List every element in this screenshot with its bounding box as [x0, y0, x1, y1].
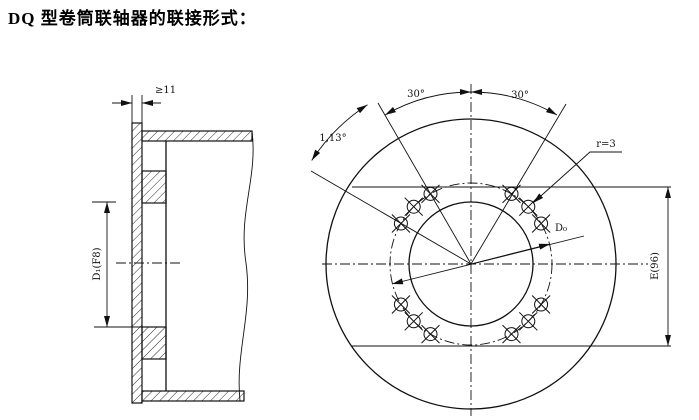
group-angle-dimension: 1,13°: [311, 104, 368, 161]
radial-line-right-30: [470, 103, 567, 265]
radial-line-left-30: [377, 102, 472, 265]
right-front-view: 30° 30° 1,13° r=3 D₀ E(96): [310, 84, 671, 416]
spigot-boss-upper: [141, 170, 167, 204]
bolt-hole: [502, 324, 521, 344]
bolt-hole: [518, 197, 538, 217]
drum-shell-bottom: [141, 390, 245, 402]
hole-leader-label: r=3: [596, 139, 616, 150]
bore-dimension: D₁(F8): [92, 201, 150, 328]
bolt-circle-dia-label: D₀: [555, 223, 567, 234]
hole-leader: r=3: [532, 139, 622, 204]
bore-circle: [408, 201, 534, 327]
bolt-holes: [391, 184, 551, 344]
break-line: [238, 130, 254, 402]
bolt-circle: [389, 182, 553, 346]
radial-line-left-60: [310, 170, 472, 265]
spigot-boss-lower: [141, 326, 167, 360]
bolt-hole: [518, 311, 538, 331]
bolt-hole: [421, 324, 440, 344]
drum-shell-top: [141, 130, 253, 142]
gap-dim-label: ≥11: [155, 85, 176, 96]
bolt-hole: [391, 295, 411, 314]
height-dimension: E(96): [650, 187, 671, 346]
bolt-hole: [531, 295, 551, 314]
group-angle-label: 1,13°: [319, 133, 346, 144]
bolt-hole: [404, 197, 424, 217]
left-section-view: ≥11 D₁(F8): [92, 85, 254, 404]
angle-left-label: 30°: [407, 89, 425, 100]
page-title: DQ 型卷筒联轴器的联接形式：: [8, 9, 257, 28]
bore-dim-label: D₁(F8): [92, 247, 103, 280]
top-angle-dimensions: 30° 30°: [384, 88, 558, 116]
outer-flange-circle: [325, 118, 617, 410]
angle-right-label: 30°: [511, 90, 529, 101]
bolt-circle-diameter: D₀: [391, 223, 585, 285]
bolt-hole: [404, 311, 424, 331]
height-dim-label: E(96): [650, 252, 661, 280]
bolt-hole: [502, 184, 521, 204]
bolt-hole: [531, 214, 551, 233]
gap-dimension: ≥11: [112, 85, 176, 131]
